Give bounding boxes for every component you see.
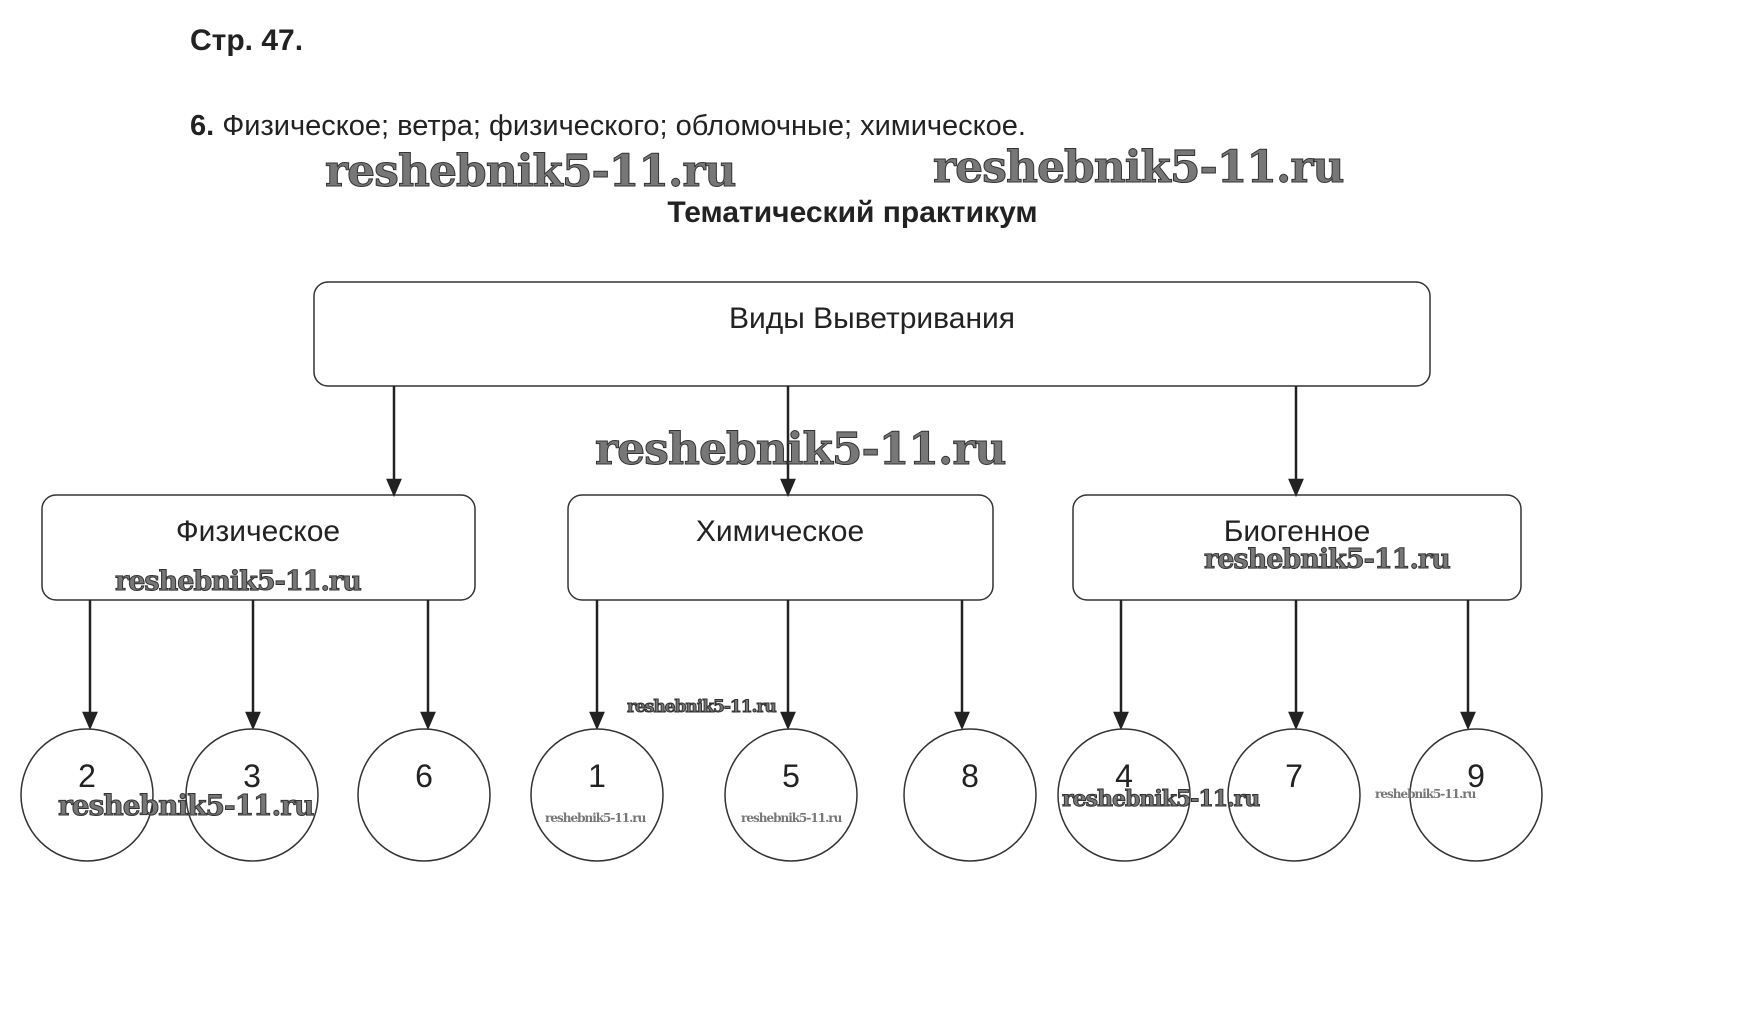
watermark: reshebnik5-11.ru <box>1061 786 1260 813</box>
watermark: reshebnik5-11.ru <box>627 697 778 718</box>
circle-number: 4 <box>1115 758 1133 794</box>
watermark: reshebnik5-11.ru <box>57 789 314 823</box>
arrow-head-icon <box>245 711 261 731</box>
answer-circle <box>1409 728 1543 862</box>
branch-label-physical: Физическое <box>176 515 340 548</box>
root-box <box>313 281 1431 387</box>
section-title: Тематический практикум <box>667 196 1038 229</box>
watermark: reshebnik5-11.ru <box>1204 544 1452 576</box>
answer-circle <box>20 728 154 862</box>
arrow-head-icon <box>589 711 605 731</box>
watermark: reshebnik5-11.ru <box>595 424 1007 476</box>
branch-box-physical <box>41 494 476 601</box>
watermark: reshebnik5-11.ru <box>741 811 842 825</box>
branch-box-chemical <box>567 494 994 601</box>
answer-circle <box>185 728 319 862</box>
answer-circle <box>1057 728 1191 862</box>
arrow-head-icon <box>1288 478 1304 498</box>
branch-label-chemical: Химическое <box>696 515 864 548</box>
root-label: Виды Выветривания <box>729 302 1015 335</box>
watermark: reshebnik5-11.ru <box>325 146 737 198</box>
circle-number: 6 <box>415 758 433 794</box>
watermark: reshebnik5-11.ru <box>933 142 1345 194</box>
circle-number: 5 <box>782 758 800 794</box>
page-label: Стр. 47. <box>190 24 304 57</box>
answer-circle <box>724 728 858 862</box>
arrow-head-icon <box>780 478 796 498</box>
arrow-head-icon <box>1113 711 1129 731</box>
arrow-head-icon <box>420 711 436 731</box>
answer-circle <box>903 728 1037 862</box>
circle-number: 9 <box>1467 758 1485 794</box>
circle-number: 2 <box>78 758 96 794</box>
answer-line: 6. Физическое; ветра; физического; облом… <box>190 110 1026 143</box>
arrow-head-icon <box>954 711 970 731</box>
arrow-head-icon <box>1288 711 1304 731</box>
answer-circle <box>530 728 664 862</box>
branch-label-biogenic: Биогенное <box>1224 515 1371 548</box>
circle-number: 8 <box>961 758 979 794</box>
answer-circle <box>357 728 491 862</box>
circle-number: 3 <box>243 758 261 794</box>
watermark: reshebnik5-11.ru <box>545 811 646 825</box>
circle-number: 1 <box>588 758 606 794</box>
watermark: reshebnik5-11.ru <box>115 566 363 598</box>
arrow-head-icon <box>1460 711 1476 731</box>
answer-text: Физическое; ветра; физического; обломочн… <box>222 110 1026 142</box>
arrow-head-icon <box>82 711 98 731</box>
arrow-head-icon <box>386 478 402 498</box>
circle-number: 7 <box>1285 758 1303 794</box>
answer-circle <box>1227 728 1361 862</box>
answer-number: 6. <box>190 110 215 142</box>
arrow-head-icon <box>780 711 796 731</box>
watermark: reshebnik5-11.ru <box>1375 787 1476 801</box>
